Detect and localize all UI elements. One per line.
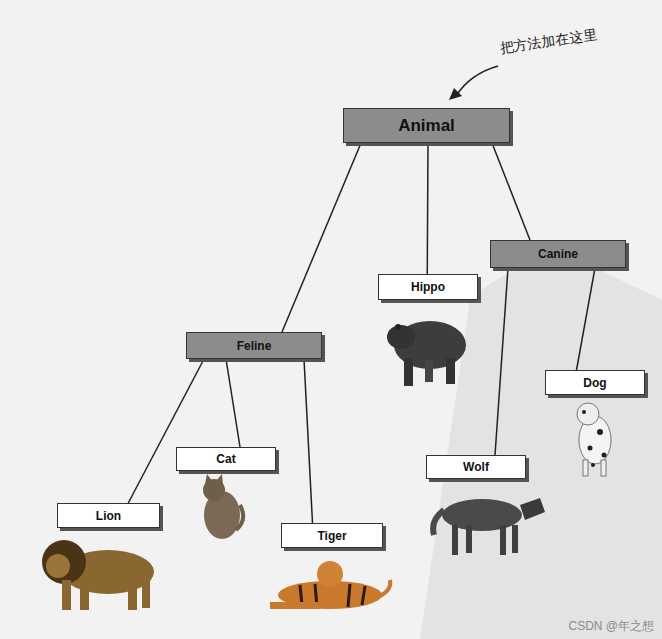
class-name: Lion (96, 509, 121, 523)
inheritance-line (492, 143, 530, 240)
lion-picture (42, 540, 154, 610)
inheritance-line (304, 359, 313, 523)
class-box: Tiger (281, 523, 383, 548)
class-name: Tiger (317, 529, 346, 543)
class-box-abstract: Animal (343, 108, 510, 143)
inheritance-line (282, 143, 361, 332)
tiger-picture (270, 561, 390, 609)
background-swoosh (420, 264, 662, 639)
class-name: Dog (583, 376, 606, 390)
class-box: Cat (176, 447, 276, 471)
class-name: Wolf (463, 460, 489, 474)
inheritance-line (128, 359, 204, 503)
note-arrowhead (449, 88, 462, 100)
class-box: Hippo (378, 274, 478, 300)
class-box: Dog (545, 370, 645, 395)
hippo-picture (387, 321, 466, 386)
watermark: CSDN @年之想 (568, 618, 654, 635)
class-box-abstract: Feline (186, 332, 322, 359)
class-name: Hippo (411, 280, 445, 294)
class-name: Cat (216, 452, 235, 466)
handwritten-note: 把方法加在这里 (499, 26, 599, 57)
inheritance-line (577, 268, 596, 370)
inheritance-line (427, 143, 429, 274)
inheritance-line (226, 359, 240, 447)
class-name: Canine (538, 247, 578, 261)
class-box: Lion (57, 503, 160, 528)
class-name: Feline (237, 339, 272, 353)
wolf-picture (433, 498, 545, 555)
class-box: Wolf (426, 455, 526, 479)
note-arrow (456, 66, 498, 96)
cat-picture (203, 474, 243, 539)
class-name: Animal (398, 116, 455, 136)
inheritance-line (495, 268, 508, 455)
class-box-abstract: Canine (490, 240, 626, 268)
dog-picture (577, 403, 611, 476)
